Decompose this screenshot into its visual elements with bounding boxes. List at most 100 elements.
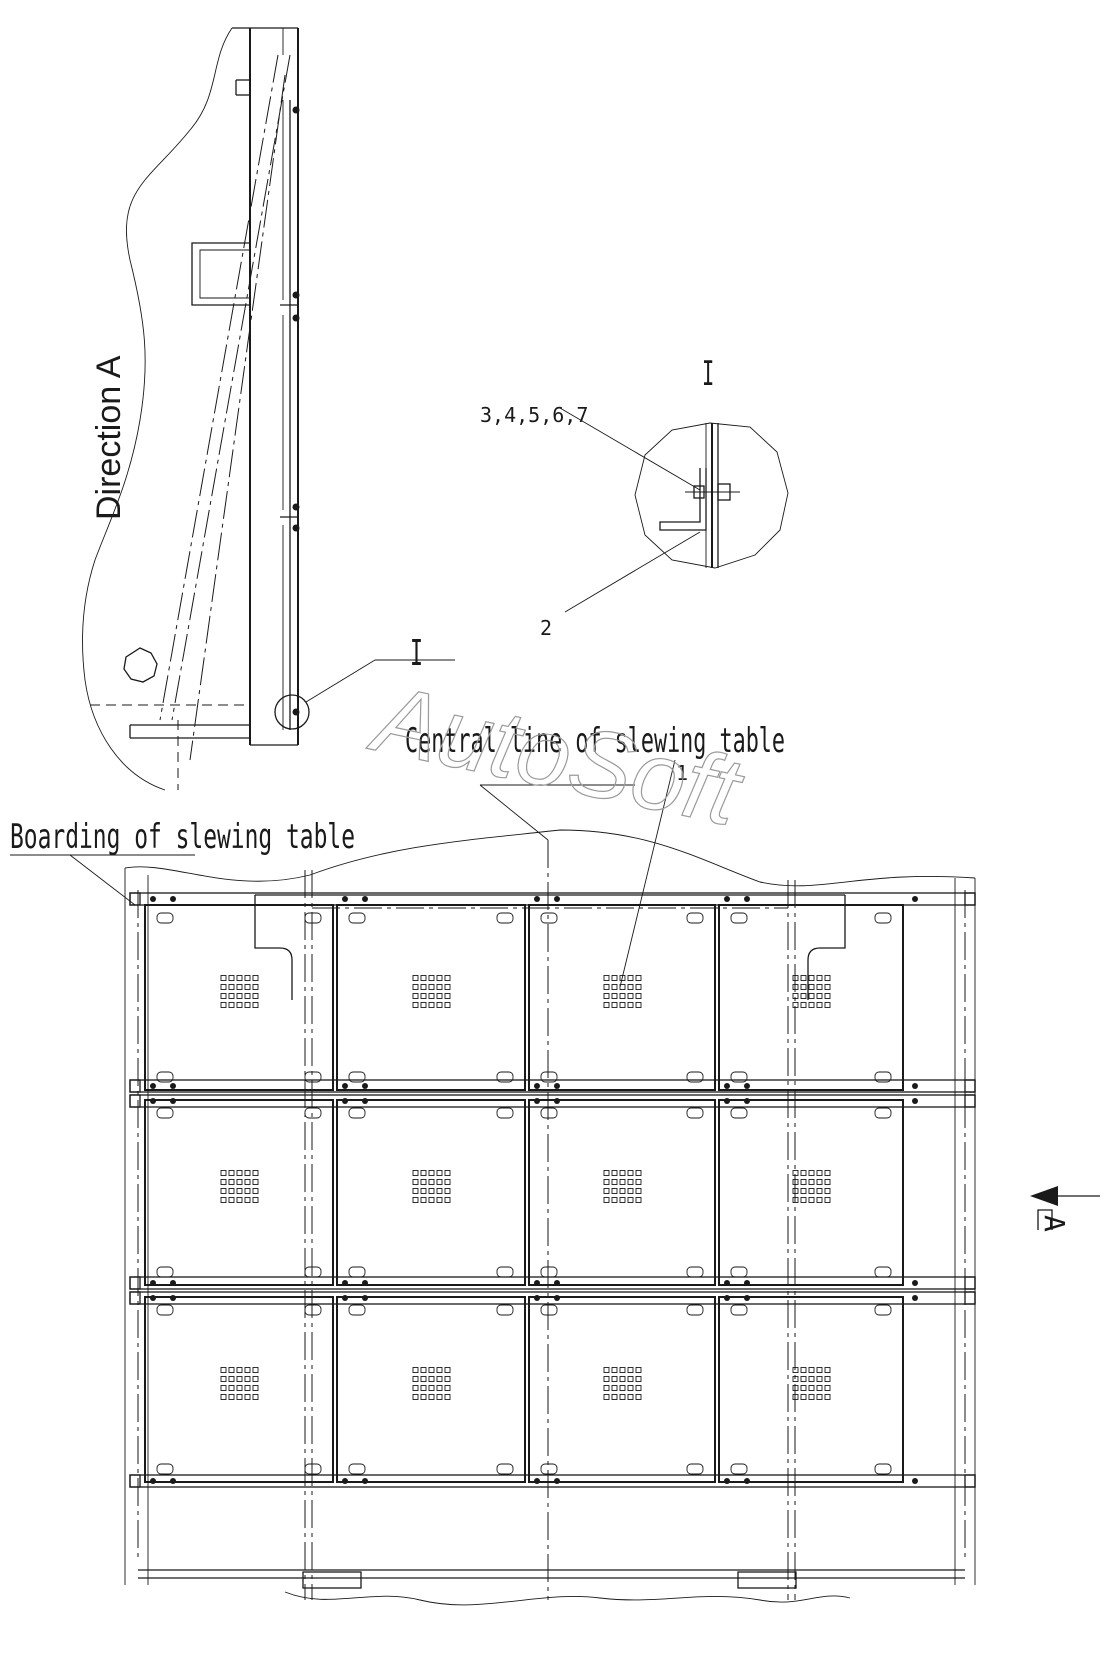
vent-hole xyxy=(824,984,831,990)
vent-hole xyxy=(428,1367,435,1373)
vent-hole xyxy=(824,1367,831,1373)
slot-hole xyxy=(730,1266,748,1278)
rail-bolt xyxy=(554,896,560,902)
vent-hole xyxy=(816,1170,823,1176)
slot-hole xyxy=(540,1107,558,1119)
slot-hole xyxy=(874,1071,892,1083)
detail-title: I xyxy=(702,353,714,393)
vent-hole xyxy=(444,1188,451,1194)
vent-hole xyxy=(603,1385,610,1391)
side-view xyxy=(82,27,455,791)
slot-hole xyxy=(304,1304,322,1316)
rail-bolt xyxy=(150,896,156,902)
vent-hole xyxy=(252,1376,259,1382)
vent-hole xyxy=(228,993,235,999)
rail-bolt xyxy=(150,1083,156,1089)
rail-bolt xyxy=(724,1083,730,1089)
vent-hole xyxy=(635,993,642,999)
vent-hole xyxy=(611,993,618,999)
slot-hole xyxy=(686,1304,704,1316)
vent-hole xyxy=(244,993,251,999)
slot-hole xyxy=(496,1304,514,1316)
side-view-bolts xyxy=(280,106,300,716)
vent-hole xyxy=(444,1376,451,1382)
rail-bolt xyxy=(534,896,540,902)
vent-hole xyxy=(635,1394,642,1400)
vent-hole xyxy=(816,1002,823,1008)
vent-hole xyxy=(244,975,251,981)
detail-break-outline xyxy=(634,422,789,569)
vent-hole xyxy=(236,1197,243,1203)
vent-hole xyxy=(792,1385,799,1391)
vent-hole xyxy=(816,993,823,999)
rail-bolt xyxy=(912,1280,918,1286)
vent-hole xyxy=(824,1376,831,1382)
slot-hole xyxy=(348,1463,366,1475)
vent-hole xyxy=(808,975,815,981)
vent-hole xyxy=(824,1002,831,1008)
vent-hole xyxy=(244,984,251,990)
vent-hole xyxy=(808,1376,815,1382)
vent-hole xyxy=(800,1188,807,1194)
vent-hole xyxy=(808,1385,815,1391)
vent-hole xyxy=(808,1188,815,1194)
slot-hole xyxy=(348,1071,366,1083)
rail-end-cap xyxy=(129,1276,141,1290)
vent-hole xyxy=(220,1385,227,1391)
vent-hole xyxy=(444,1170,451,1176)
vent-hole xyxy=(444,1394,451,1400)
slot-hole xyxy=(156,912,174,924)
vent-hole xyxy=(792,975,799,981)
vent-hole xyxy=(244,1179,251,1185)
vent-hole xyxy=(824,1394,831,1400)
vent-hole xyxy=(627,975,634,981)
vent-hole xyxy=(228,1179,235,1185)
vent-hole xyxy=(619,1002,626,1008)
vent-hole xyxy=(619,993,626,999)
plan-bottom-break xyxy=(284,1591,851,1606)
slot-hole xyxy=(156,1463,174,1475)
vent-hole xyxy=(635,984,642,990)
vent-hole xyxy=(236,1394,243,1400)
vent-hole xyxy=(428,1002,435,1008)
vent-hole xyxy=(220,1394,227,1400)
vent-hole xyxy=(816,1394,823,1400)
rail-end-cap xyxy=(129,1291,141,1305)
vent-hole xyxy=(436,993,443,999)
vent-hole xyxy=(228,975,235,981)
slot-hole xyxy=(496,1071,514,1083)
vent-hole xyxy=(800,1197,807,1203)
vent-hole xyxy=(816,1367,823,1373)
vent-hole xyxy=(412,975,419,981)
vent-hole xyxy=(420,1376,427,1382)
vent-hole xyxy=(244,1197,251,1203)
vent-hole xyxy=(792,1394,799,1400)
part1-label: 1 xyxy=(676,761,688,785)
vent-hole xyxy=(800,1385,807,1391)
boarding-plate xyxy=(144,904,334,1091)
vent-hole xyxy=(808,1197,815,1203)
detail-view-I xyxy=(559,407,789,613)
rail-end-cap xyxy=(129,1474,141,1488)
vent-hole xyxy=(627,1394,634,1400)
vent-hole xyxy=(420,1170,427,1176)
vent-hole xyxy=(412,1385,419,1391)
rail-bolt xyxy=(724,896,730,902)
vent-hole xyxy=(824,975,831,981)
vent-hole xyxy=(252,1188,259,1194)
vent-hole xyxy=(824,1188,831,1194)
vent-hole xyxy=(252,1367,259,1373)
vent-hole xyxy=(220,1376,227,1382)
vent-hole xyxy=(428,1197,435,1203)
vent-hole xyxy=(808,1179,815,1185)
vent-hole xyxy=(627,1385,634,1391)
vent-hole xyxy=(244,1394,251,1400)
vent-hole xyxy=(420,1197,427,1203)
vent-hole xyxy=(236,1179,243,1185)
vent-hole xyxy=(824,993,831,999)
rail-end-cap xyxy=(129,1079,141,1093)
vent-hole xyxy=(220,984,227,990)
vent-hole xyxy=(816,1376,823,1382)
vent-hole xyxy=(236,1188,243,1194)
vent-hole xyxy=(436,1188,443,1194)
